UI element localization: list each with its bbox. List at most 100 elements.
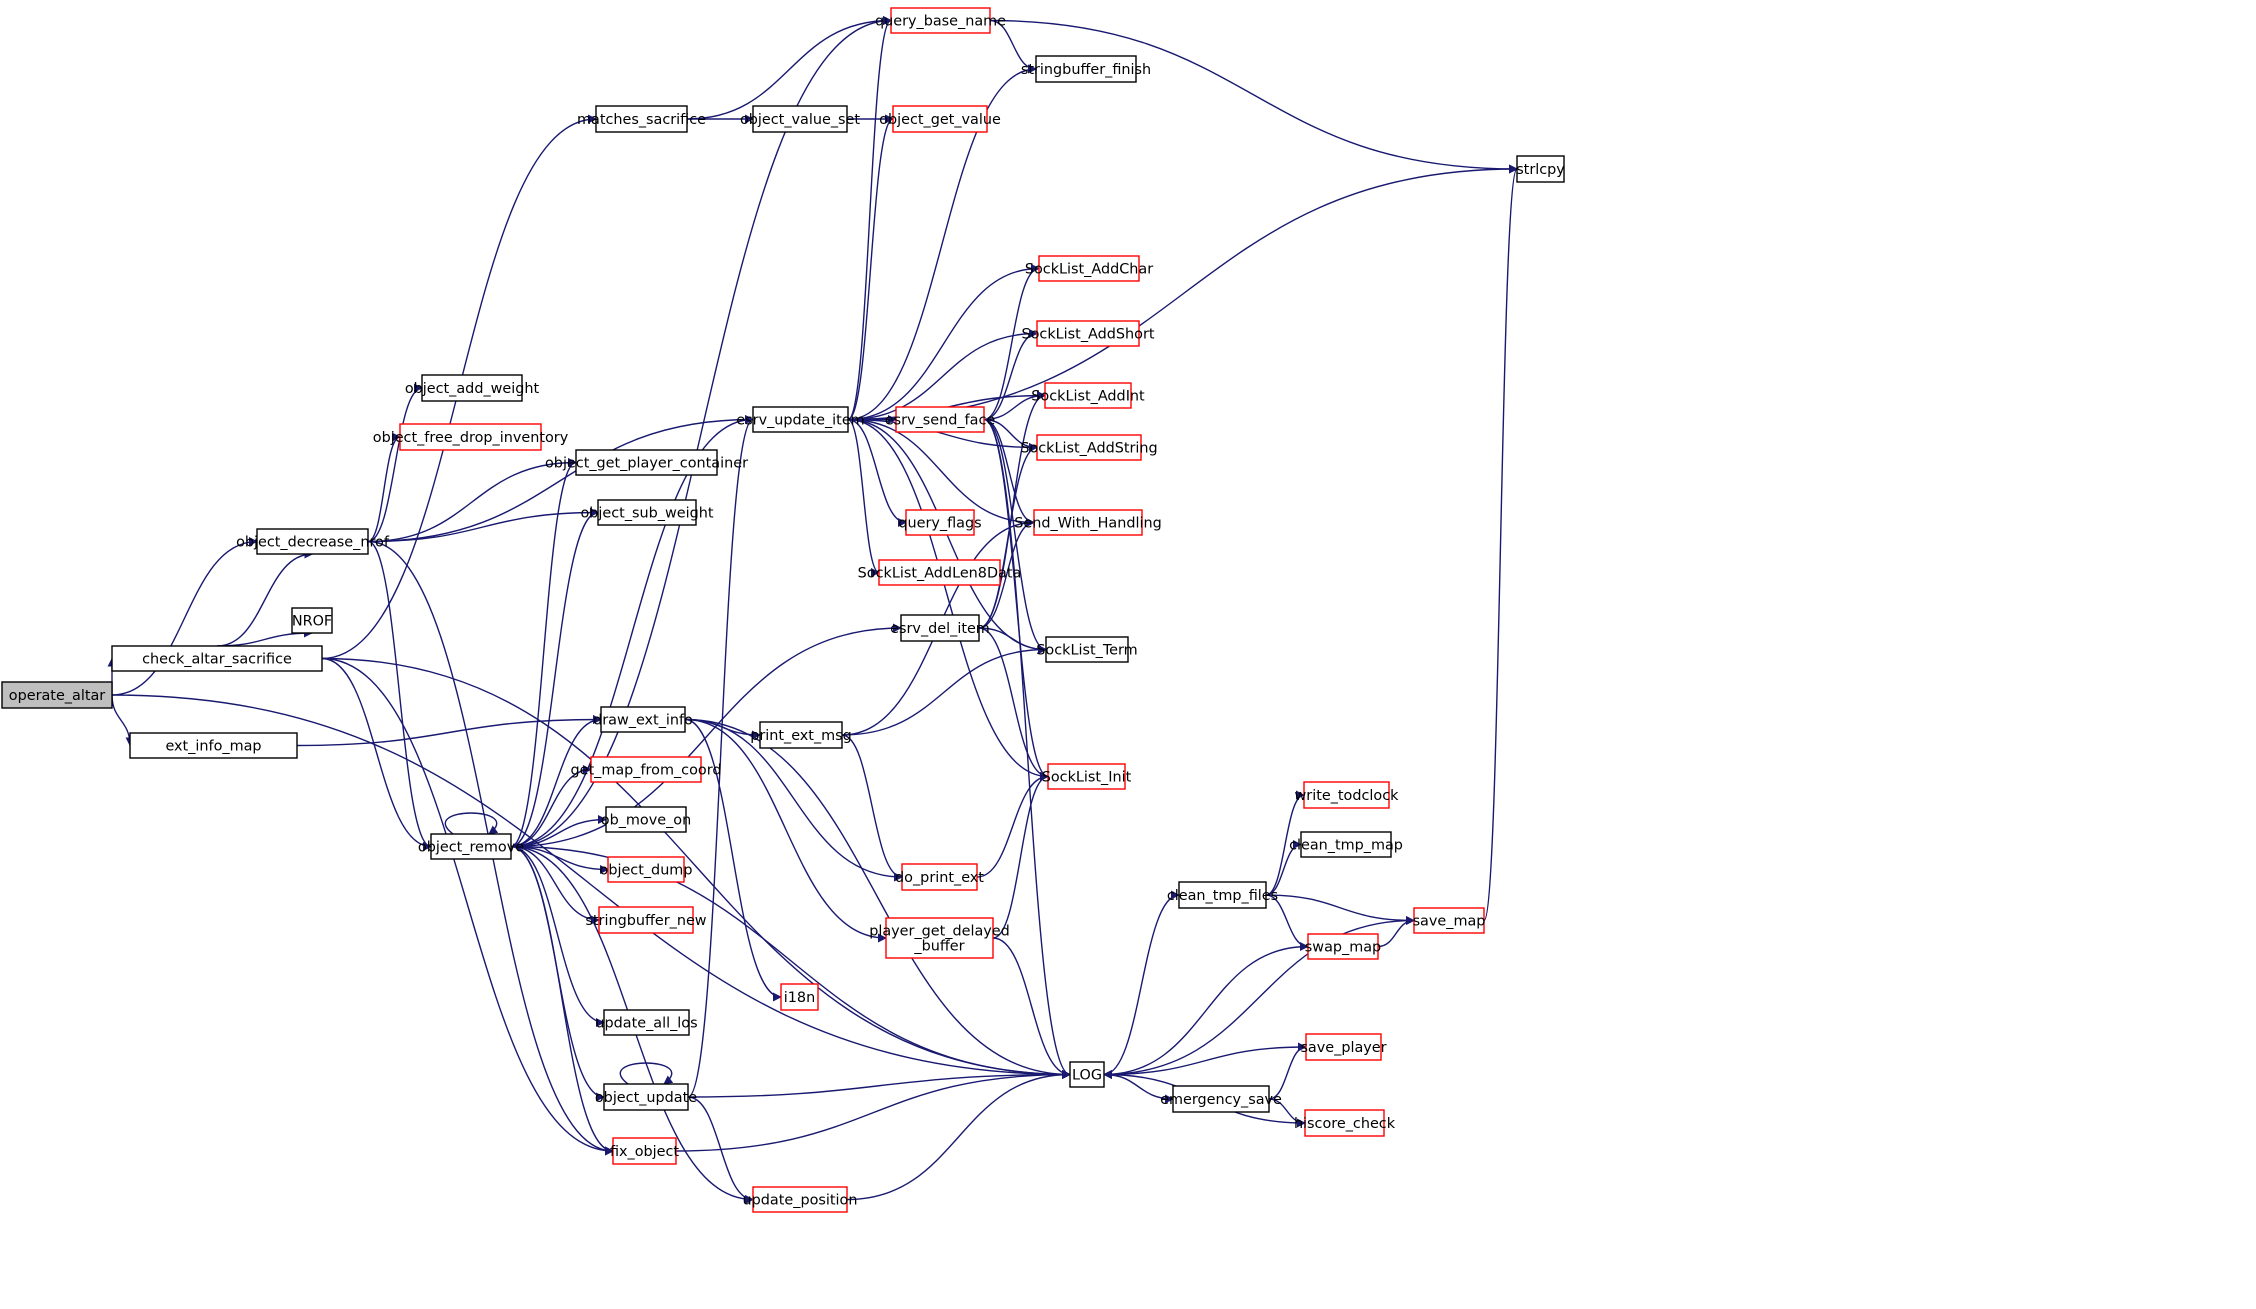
node-label-line: _buffer [913, 939, 964, 955]
node-get-map-from-coord[interactable]: get_map_from_coord [571, 756, 722, 783]
node-box [1044, 382, 1132, 409]
node-box [421, 374, 523, 402]
edge-esrv-update-item-to-query-base-name [847, 16, 892, 421]
edge-object-remove-to-ob-move-on [510, 815, 607, 848]
node-box [291, 607, 333, 634]
node-SockList-AddShort[interactable]: SockList_AddShort [1021, 320, 1155, 347]
node-emergency-save[interactable]: emergency_save [1160, 1085, 1282, 1113]
node-box [752, 105, 848, 133]
node-SockList-AddChar[interactable]: SockList_AddChar [1025, 255, 1153, 282]
node-i18n[interactable]: i18n [780, 983, 819, 1011]
node-label: draw_ext_info [593, 713, 693, 729]
node-operate-altar[interactable]: operate_altar [1, 681, 113, 709]
node-label: NROF [292, 614, 332, 630]
node-esrv-update-item[interactable]: esrv_update_item [736, 406, 865, 433]
node-matches-sacrifice[interactable]: matches_sacrifice [577, 105, 706, 133]
node-hiscore-check[interactable]: hiscore_check [1294, 1109, 1396, 1137]
node-save-map[interactable]: save_map [1413, 907, 1486, 934]
node-LOG[interactable]: LOG [1069, 1061, 1105, 1088]
node-box [1178, 881, 1267, 909]
node-object-get-value[interactable]: object_get_value [879, 105, 1001, 133]
node-box [1069, 1061, 1105, 1088]
edge-object-remove-to-query-base-name [510, 16, 892, 848]
node-SockList-AddLen8Data[interactable]: SockList_AddLen8Data [858, 559, 1022, 586]
node-draw-ext-info[interactable]: draw_ext_info [593, 706, 693, 733]
node-object-add-weight[interactable]: object_add_weight [405, 374, 540, 402]
node-object-decrease-nrof[interactable]: object_decrease_nrof [236, 528, 390, 555]
edge-player-get-delayed-buffer-to-LOG [992, 937, 1071, 1079]
node-player-get-delayed-buffer[interactable]: player_get_delayed_buffer [869, 917, 1010, 959]
node-label: operate_altar [9, 688, 105, 704]
edge-check-altar-sacrifice-to-object-remove [321, 657, 432, 851]
node-box [399, 423, 542, 451]
node-label: write_todclock [1295, 788, 1400, 804]
node-SockList-AddString[interactable]: SockList_AddString [1020, 434, 1158, 461]
node-box [780, 983, 819, 1011]
node-esrv-send-face[interactable]: esrv_send_face [885, 406, 996, 433]
node-ext-info-map[interactable]: ext_info_map [129, 732, 298, 759]
node-object-update[interactable]: object_update [595, 1083, 697, 1111]
node-object-dump[interactable]: object_dump [600, 856, 693, 883]
node-label: SockList_AddString [1020, 441, 1157, 457]
node-fix-object[interactable]: fix_object [610, 1137, 679, 1165]
node-strlcpy[interactable]: strlcpy [1516, 155, 1565, 183]
node-box [590, 756, 702, 783]
edge-query-base-name-to-strlcpy [989, 19, 1518, 174]
node-SockList-Term[interactable]: SockList_Term [1036, 636, 1138, 663]
node-query-base-name[interactable]: query_base_name [875, 7, 1006, 34]
node-object-value-set[interactable]: object_value_set [740, 105, 860, 133]
node-ob-move-on[interactable]: ob_move_on [601, 806, 691, 833]
node-save-player[interactable]: save_player [1300, 1033, 1387, 1061]
node-box [111, 645, 323, 672]
node-write-todclock[interactable]: write_todclock [1295, 781, 1400, 809]
node-stringbuffer-new[interactable]: stringbuffer_new [585, 906, 707, 934]
node-object-get-player-container[interactable]: object_get_player_container [545, 449, 748, 476]
node-NROF[interactable]: NROF [291, 607, 333, 634]
node-swap-map[interactable]: swap_map [1305, 933, 1381, 960]
node-esrv-del-item[interactable]: esrv_del_item [890, 614, 990, 642]
node-box [1047, 763, 1126, 790]
node-SockList-Init[interactable]: SockList_Init [1042, 763, 1132, 790]
edge-check-altar-sacrifice-to-LOG [321, 657, 1071, 1079]
node-label: esrv_del_item [890, 621, 990, 637]
node-SockList-AddInt[interactable]: SockList_AddInt [1031, 382, 1145, 409]
node-print-ext-msg[interactable]: print_ext_msg [750, 721, 852, 749]
node-object-remove[interactable]: object_remove [418, 833, 524, 860]
node-label: SockList_AddChar [1025, 262, 1153, 278]
edge-esrv-send-face-to-Send-With-Handling [983, 418, 1035, 527]
edge-object-remove-to-LOG [510, 845, 1071, 1079]
node-label: esrv_send_face [885, 413, 996, 429]
node-object-free-drop-inventory[interactable]: object_free_drop_inventory [373, 423, 569, 451]
node-do-print-ext[interactable]: do_print_ext [895, 863, 984, 891]
node-label: check_altar_sacrifice [142, 652, 292, 668]
edge-object-update-to-esrv-update-item [687, 415, 754, 1098]
node-box [885, 917, 994, 959]
node-query-flags[interactable]: query_flags [898, 509, 982, 536]
node-box [892, 105, 988, 133]
node-label: i18n [784, 990, 815, 1006]
node-label: save_map [1413, 914, 1486, 930]
edge-object-decrease-nrof-to-esrv-update-item [367, 415, 754, 543]
edge-object-update-to-LOG [687, 1070, 1071, 1098]
edge-clean-tmp-files-to-clean-tmp-map [1265, 840, 1302, 896]
node-label: Send_With_Handling [1014, 516, 1161, 532]
node-label: SockList_Term [1036, 643, 1137, 659]
node-box [1035, 55, 1137, 83]
node-check-altar-sacrifice[interactable]: check_altar_sacrifice [111, 645, 323, 672]
edge-esrv-update-item-to-strlcpy [847, 164, 1518, 421]
node-stringbuffer-finish[interactable]: stringbuffer_finish [1021, 55, 1151, 83]
node-Send-With-Handling[interactable]: Send_With_Handling [1014, 509, 1162, 536]
edge-object-remove-to-update-all-los [510, 845, 605, 1027]
node-update-position[interactable]: update_position [743, 1186, 858, 1213]
edge-print-ext-msg-to-do-print-ext [841, 734, 903, 882]
node-clean-tmp-files[interactable]: clean_tmp_files [1167, 881, 1278, 909]
node-object-sub-weight[interactable]: object_sub_weight [580, 499, 714, 526]
edge-do-print-ext-to-SockList-Init [976, 772, 1049, 878]
node-label: stringbuffer_new [585, 913, 706, 929]
node-update-all-los[interactable]: update_all_los [595, 1009, 698, 1036]
node-clean-tmp-map[interactable]: clean_tmp_map [1289, 831, 1403, 858]
edge-esrv-update-item-to-SockList-Init [847, 418, 1049, 781]
node-box [598, 906, 694, 934]
node-box [1413, 907, 1485, 934]
